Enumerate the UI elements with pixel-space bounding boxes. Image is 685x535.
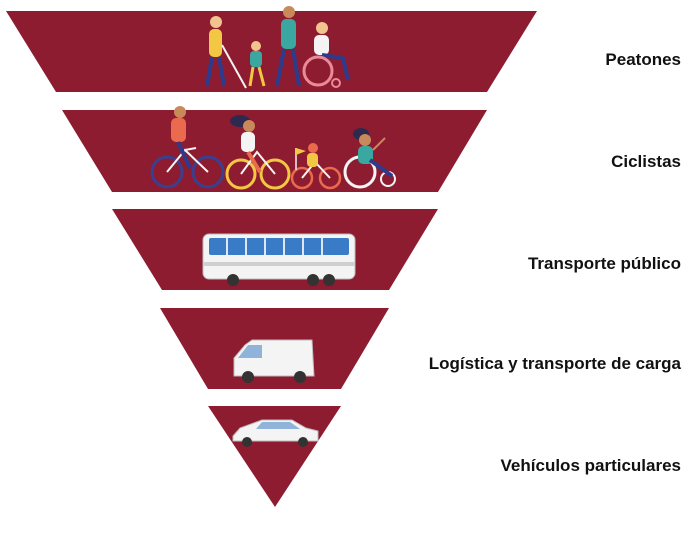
tier-band (6, 11, 537, 92)
pedestrians-illustration (205, 6, 350, 89)
tier-band (62, 110, 487, 192)
tier-label-transporte-publico: Transporte público (527, 254, 681, 273)
tier-label-logistica: Logística y transporte de carga (428, 354, 681, 373)
tier-label-ciclistas: Ciclistas (611, 152, 681, 171)
tier-ciclistas (62, 106, 487, 192)
tier-label-vehiculos-particulares: Vehículos particulares (500, 456, 681, 475)
cyclists-illustration (150, 106, 396, 190)
car-icon (232, 419, 319, 447)
bus-icon (202, 233, 356, 286)
tier-vehiculos-particulares (208, 406, 341, 507)
tier-label-peatones: Peatones (605, 50, 681, 69)
tier-transporte-publico (112, 209, 438, 290)
tier-peatones (6, 6, 537, 92)
van-icon (233, 339, 315, 383)
tier-logistica (160, 308, 389, 389)
